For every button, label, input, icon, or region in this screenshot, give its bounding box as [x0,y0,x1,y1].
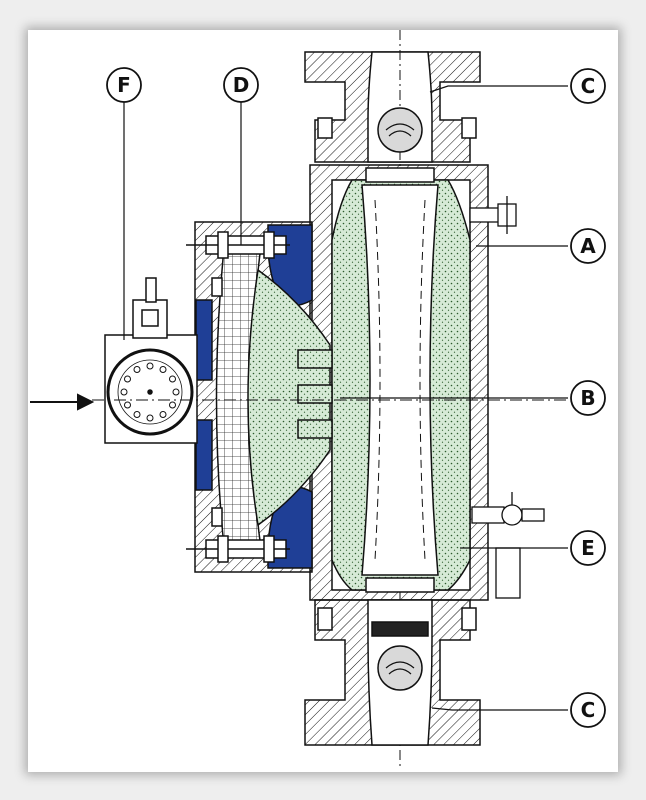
green-chamber [247,268,331,527]
blue-fluid-left-top [195,299,213,381]
pump-cross-section-diagram: F D C A B E C [30,30,606,770]
gauge-ring-holes [120,362,180,422]
gauge-hole [146,362,154,370]
gauge-hole [124,375,131,383]
label-C-bottom: C [581,698,596,722]
gauge-hole [120,388,128,396]
callout-C-bottom: C [570,692,606,728]
connection-unit [104,277,198,444]
callout-A: A [570,228,606,264]
label-D: D [233,73,250,97]
diaphragm-housing [186,221,333,573]
gauge-hole [169,375,176,383]
diagram-frame: F D C A B E C [28,30,618,772]
gauge-hole [133,366,141,373]
gauge-hole [159,411,167,418]
top-valve-ball [377,107,423,153]
inlet-arrow [30,393,95,411]
label-F: F [117,73,131,97]
gauge-hole [172,388,180,396]
blue-fluid-left-bottom [195,419,213,491]
callout-E: E [570,530,606,566]
label-B: B [580,386,595,410]
gauge-hole [146,414,154,422]
leader-lines [123,85,568,711]
callout-C-top: C [570,68,606,104]
callout-F: F [106,67,142,103]
pump-body [309,164,489,601]
bottom-check-valve [304,599,481,746]
label-E: E [581,536,595,560]
vent-valve [469,196,517,234]
gauge-hole [159,366,167,373]
top-check-valve [304,30,481,770]
callout-D: D [223,67,259,103]
bottom-valve-ball [377,645,423,691]
drain-valve [471,492,545,599]
gauge-hole [169,401,176,409]
inner-hose [361,184,439,576]
gauge-hole [124,401,131,409]
gauge-hole [133,411,141,418]
callout-B: B [570,380,606,416]
label-C-top: C [581,74,596,98]
label-A: A [580,234,596,258]
